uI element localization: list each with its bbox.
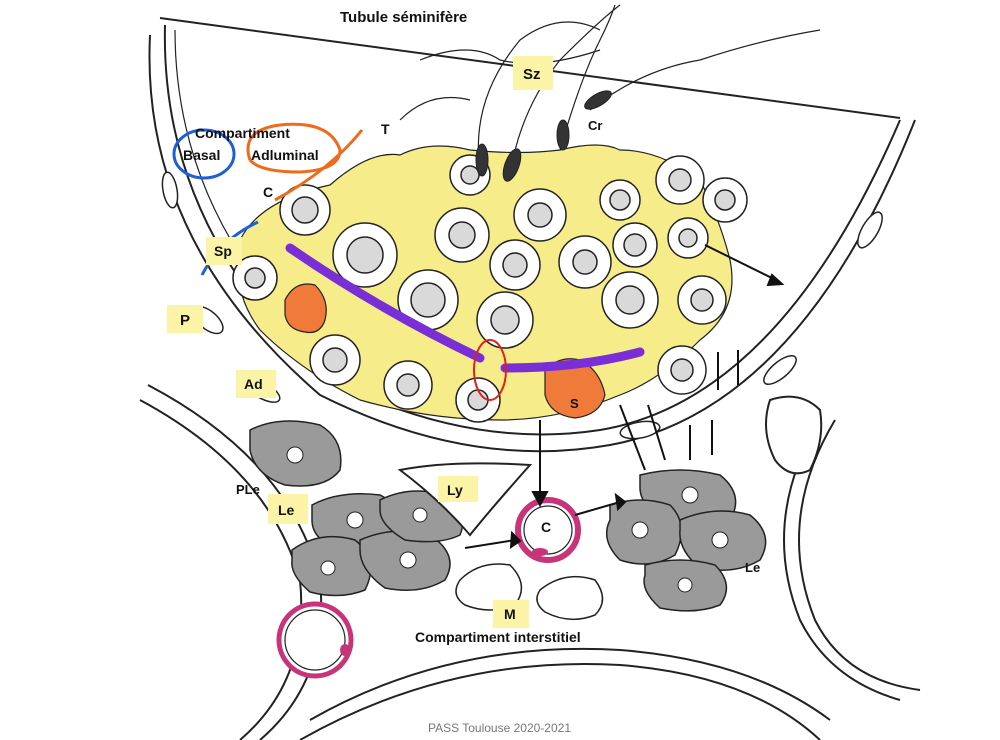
label-highlight-ly — [438, 476, 478, 502]
capillary — [276, 601, 354, 679]
basal-circle-mark — [172, 128, 236, 180]
spermatozoa-tails — [399, 4, 821, 176]
blood-testis-barrier — [500, 347, 645, 373]
label-t: T — [381, 121, 390, 137]
footer-credit: PASS Toulouse 2020-2021 — [428, 721, 571, 735]
label-ly: Ly — [447, 482, 463, 498]
transport-arrows — [464, 244, 785, 549]
label-sp: Sp — [214, 243, 232, 259]
adluminal-loop-mark — [246, 122, 342, 174]
label-highlight-sp — [206, 237, 242, 265]
adluminal-line-mark — [274, 129, 364, 202]
macrophages — [455, 563, 604, 621]
label-highlight-ad — [236, 370, 276, 398]
leydig-nuclei — [286, 446, 729, 593]
diagram-title: Tubule séminifère — [340, 9, 467, 26]
label-m: M — [504, 606, 516, 622]
label-highlight-le — [268, 494, 308, 524]
label-highlight-sz — [513, 56, 553, 90]
capillary — [765, 395, 823, 475]
label-le-left: Le — [278, 502, 295, 518]
sertoli-cell — [544, 358, 606, 419]
blood-testis-barrier — [285, 243, 485, 363]
label-s: S — [570, 396, 579, 411]
germ-cells — [232, 154, 748, 423]
label-ad: Ad — [244, 376, 263, 392]
interstitial-compartment-label: Compartiment interstitiel — [415, 629, 581, 645]
label-sz: Sz — [523, 66, 541, 83]
label-highlight-m — [493, 600, 529, 628]
label-cr: Cr — [588, 118, 602, 133]
label-ple: PLe — [236, 482, 260, 497]
adluminal-label: Adluminal — [251, 147, 319, 163]
label-c-vessel: C — [541, 519, 551, 535]
label-c-top: C — [263, 184, 273, 200]
label-p: P — [180, 312, 190, 329]
label-le-right: Le — [745, 560, 760, 575]
label-highlight-p — [167, 305, 203, 333]
spermatozoa-heads — [475, 90, 612, 182]
capillary — [515, 497, 581, 563]
junction-highlight — [473, 339, 507, 401]
compartment-heading: Compartiment — [195, 125, 290, 141]
sertoli-cell — [284, 283, 327, 334]
basal-label: Basal — [183, 147, 220, 163]
